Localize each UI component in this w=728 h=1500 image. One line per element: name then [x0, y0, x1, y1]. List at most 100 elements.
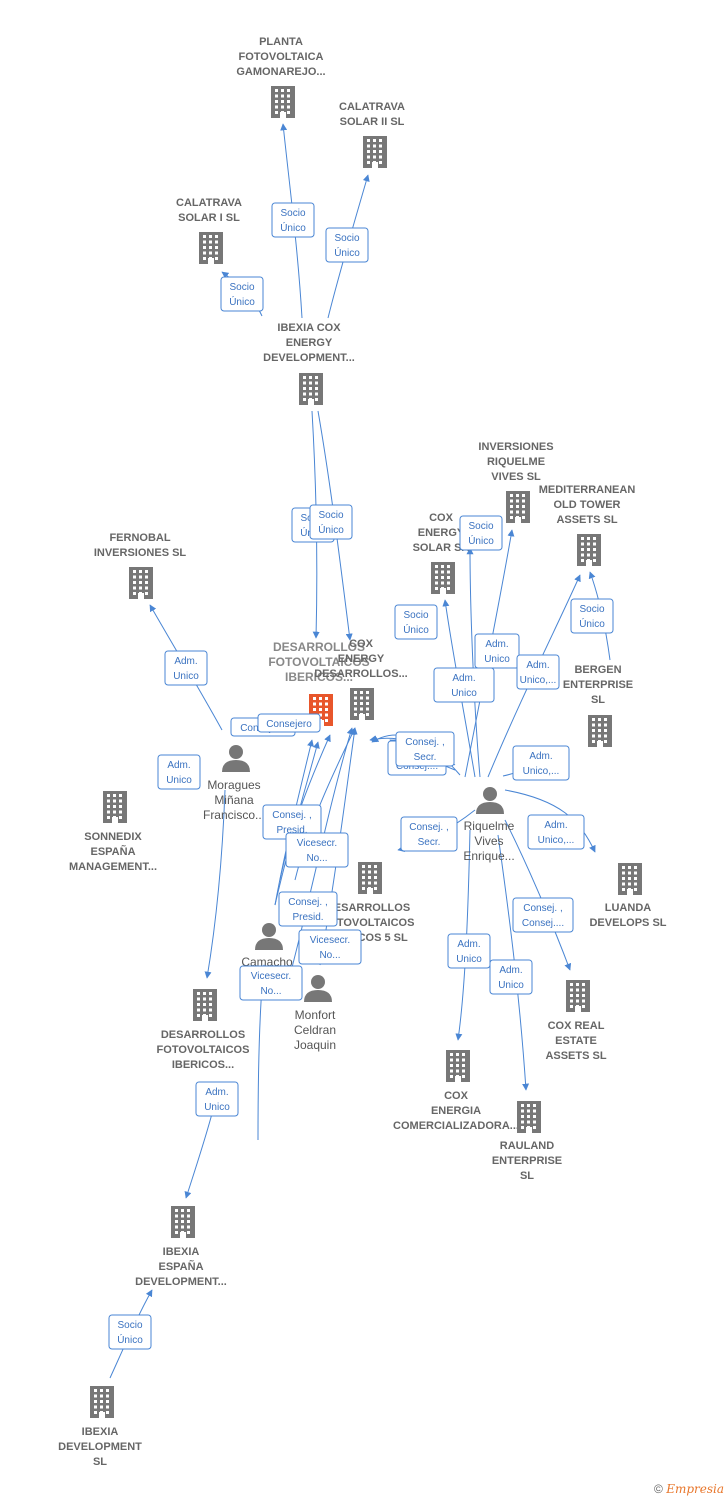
edge-label-text: Unico — [484, 654, 510, 665]
edge-label[interactable]: Adm.Unico — [433, 667, 495, 703]
building-icon — [199, 232, 223, 264]
edge-label-box[interactable] — [447, 933, 491, 969]
edge-label-box[interactable] — [157, 754, 201, 790]
node-desfi[interactable]: DESARROLLOSFOTOVOLTAICOSIBERICOS... — [157, 989, 250, 1071]
edge-label-box[interactable] — [512, 745, 570, 781]
edge-label[interactable]: Vicesecr.No... — [239, 965, 303, 1001]
edge-label[interactable]: Consej. ,Presid. — [262, 804, 322, 840]
building-icon — [358, 862, 382, 894]
node-label: ASSETS SL — [556, 514, 617, 526]
edge-label[interactable]: Adm.Unico — [489, 959, 533, 995]
node-ibexiacox[interactable]: IBEXIA COXENERGYDEVELOPMENT... — [263, 322, 355, 405]
edge-label-box[interactable] — [325, 227, 369, 263]
edge-label[interactable]: Consej. ,Consej.... — [512, 897, 574, 933]
edge-label[interactable]: Consej. ,Secr. — [400, 816, 458, 852]
edge-label-box[interactable] — [433, 667, 495, 703]
edge-label-box[interactable] — [195, 1081, 239, 1117]
node-riquelme[interactable]: RiquelmeVivesEnrique... — [463, 787, 515, 863]
building-icon — [350, 688, 374, 720]
edge-label-box[interactable] — [285, 832, 349, 868]
edge-label[interactable]: Vicesecr.No... — [298, 929, 362, 965]
edge-label[interactable]: Adm.Unico,... — [512, 745, 570, 781]
node-label: ENERGY — [338, 653, 385, 665]
edge-label[interactable]: Adm.Unico — [157, 754, 201, 790]
edge-label-text: Socio — [229, 282, 254, 293]
edge-label-box[interactable] — [527, 814, 585, 850]
edge-label[interactable]: Adm.Unico,... — [527, 814, 585, 850]
edge-label[interactable]: Adm.Unico — [195, 1081, 239, 1117]
edge-label[interactable]: Adm.Unico,... — [516, 654, 560, 690]
node-label: ENERGIA — [431, 1105, 481, 1117]
edge-label-text: Adm. — [529, 751, 552, 762]
node-sonnedix[interactable]: SONNEDIXESPAÑAMANAGEMENT... — [69, 791, 157, 873]
edge-label[interactable]: Consej. ,Secr. — [395, 731, 455, 767]
person-icon — [222, 745, 250, 772]
edge-label-box[interactable] — [459, 515, 503, 551]
edge-label-box[interactable] — [512, 897, 574, 933]
edge-label[interactable]: Vicesecr.No... — [285, 832, 349, 868]
edge-label-box[interactable] — [298, 929, 362, 965]
edge-labels-layer: SocioÚnicoSocioÚnicoSocioÚnicoSocioÚnico… — [108, 202, 614, 1350]
edge-label-box[interactable] — [220, 276, 264, 312]
edge-label-box[interactable] — [395, 731, 455, 767]
brand-logo[interactable]: Empresia — [666, 1482, 724, 1496]
node-ibexiaesp[interactable]: IBEXIAESPAÑADEVELOPMENT... — [135, 1206, 227, 1288]
edge-label-box[interactable] — [394, 604, 438, 640]
node-camacho[interactable]: Camacho — [241, 923, 293, 969]
person-icon — [304, 975, 332, 1002]
node-coxdes[interactable]: COXENERGYDESARROLLOS... — [314, 638, 408, 720]
edge-label[interactable]: Consej. ,Presid. — [278, 891, 338, 927]
edge-label-text: Unico,... — [538, 835, 575, 846]
edge-label-box[interactable] — [400, 816, 458, 852]
edge-label-box[interactable] — [474, 633, 520, 669]
edge-label[interactable]: Consejero — [257, 713, 321, 733]
edge-label[interactable]: Adm.Unico — [474, 633, 520, 669]
edge-label-box[interactable] — [489, 959, 533, 995]
node-label: COX — [429, 512, 454, 524]
building-icon — [431, 562, 455, 594]
edge-label-box[interactable] — [309, 504, 353, 540]
edge-label[interactable]: Adm.Unico — [447, 933, 491, 969]
edge-label-box[interactable] — [108, 1314, 152, 1350]
edge-label-box[interactable] — [278, 891, 338, 927]
node-label: SL — [520, 1170, 534, 1182]
node-moragues[interactable]: MoraguesMiñanaFrancisco... — [203, 745, 265, 822]
edge-label-text: Vicesecr. — [297, 838, 337, 849]
edge-label-box[interactable] — [257, 713, 321, 733]
node-label: GAMONAREJO... — [236, 66, 325, 78]
edge-label-box[interactable] — [239, 965, 303, 1001]
node-label: Enrique... — [463, 849, 514, 863]
edge-label-box[interactable] — [516, 654, 560, 690]
edge-label-text: Socio — [403, 610, 428, 621]
node-label: IBERICOS... — [285, 670, 353, 684]
node-label: OLD TOWER — [553, 499, 620, 511]
edge-label-box[interactable] — [570, 598, 614, 634]
node-coxcom[interactable]: COXENERGIACOMERCIALIZADORA... — [393, 1050, 519, 1132]
edge-label-box[interactable] — [271, 202, 315, 238]
edge-label[interactable]: Adm.Unico — [164, 650, 208, 686]
node-planta[interactable]: PLANTAFOTOVOLTAICAGAMONAREJO... — [236, 36, 326, 118]
edge-label-box[interactable] — [164, 650, 208, 686]
node-label: ESPAÑA — [158, 1260, 203, 1273]
